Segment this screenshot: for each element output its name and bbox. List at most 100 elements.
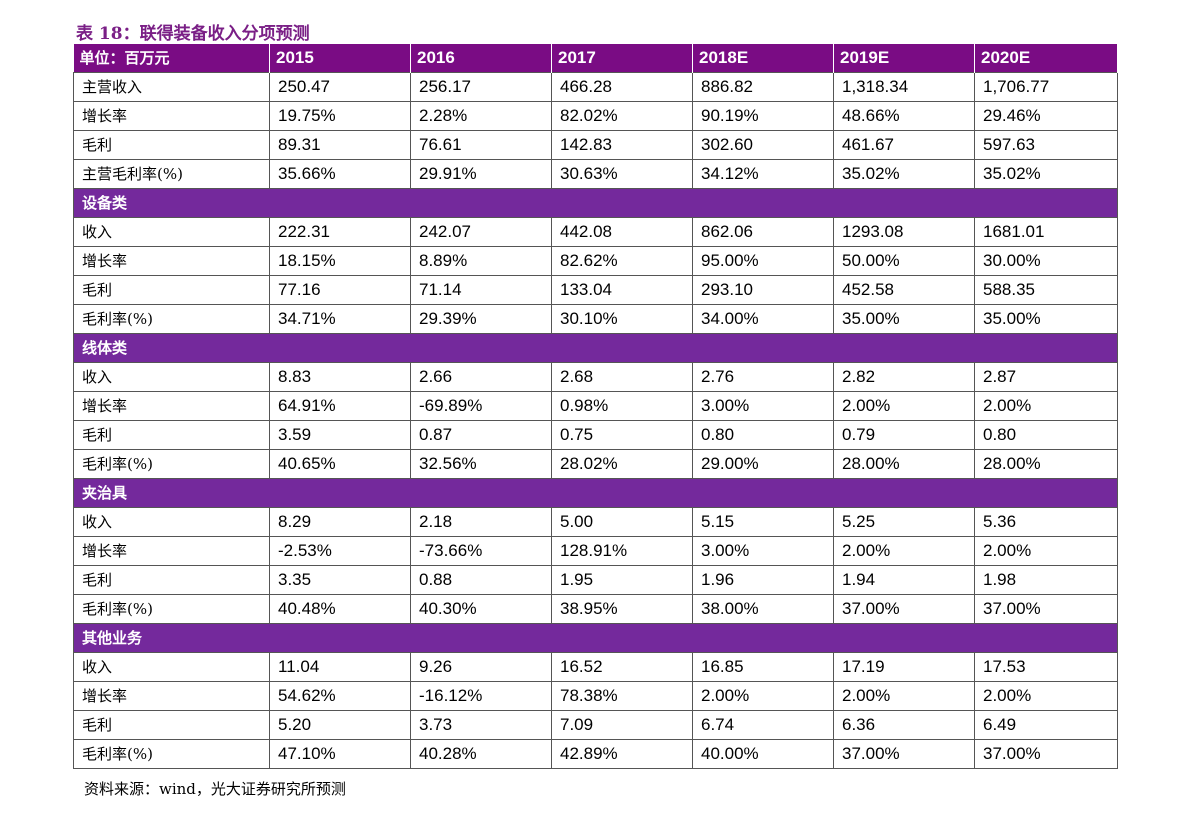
value-cell: 35.02% — [974, 159, 1118, 189]
value-cell: 1.95 — [551, 565, 693, 595]
unit-label: 单位：百万元 — [73, 44, 270, 73]
value-cell: 3.00% — [692, 391, 834, 421]
value-cell: 2.28% — [410, 101, 552, 131]
value-cell: 16.52 — [551, 652, 693, 682]
value-cell: 5.25 — [833, 507, 975, 537]
year-header: 2019E — [833, 44, 975, 73]
value-cell: 142.83 — [551, 130, 693, 160]
section-title: 设备类 — [73, 188, 1118, 218]
value-cell: 256.17 — [410, 72, 552, 102]
value-cell: 28.00% — [974, 449, 1118, 479]
value-cell: 34.12% — [692, 159, 834, 189]
row-label: 主营收入 — [73, 72, 270, 102]
section-header-row: 线体类 — [73, 333, 1118, 363]
value-cell: 35.00% — [974, 304, 1118, 334]
value-cell: 2.76 — [692, 362, 834, 392]
section-title: 其他业务 — [73, 623, 1118, 653]
value-cell: 1,318.34 — [833, 72, 975, 102]
value-cell: 47.10% — [269, 739, 411, 769]
row-label: 收入 — [73, 362, 270, 392]
section-title: 夹治具 — [73, 478, 1118, 508]
value-cell: 29.39% — [410, 304, 552, 334]
row-label: 毛利 — [73, 420, 270, 450]
value-cell: 82.02% — [551, 101, 693, 131]
value-cell: 2.00% — [974, 681, 1118, 711]
value-cell: 1293.08 — [833, 217, 975, 247]
value-cell: 0.75 — [551, 420, 693, 450]
value-cell: 89.31 — [269, 130, 411, 160]
row-label: 毛利 — [73, 710, 270, 740]
value-cell: 2.00% — [833, 391, 975, 421]
value-cell: 38.95% — [551, 594, 693, 624]
value-cell: 6.36 — [833, 710, 975, 740]
value-cell: 77.16 — [269, 275, 411, 305]
value-cell: -69.89% — [410, 391, 552, 421]
row-label: 增长率 — [73, 536, 270, 566]
value-cell: 588.35 — [974, 275, 1118, 305]
value-cell: 37.00% — [974, 594, 1118, 624]
section-title: 线体类 — [73, 333, 1118, 363]
value-cell: 40.65% — [269, 449, 411, 479]
value-cell: 11.04 — [269, 652, 411, 682]
value-cell: 40.28% — [410, 739, 552, 769]
value-cell: 1681.01 — [974, 217, 1118, 247]
row-label: 毛利率(%) — [73, 739, 270, 769]
value-cell: 28.02% — [551, 449, 693, 479]
value-cell: 3.00% — [692, 536, 834, 566]
value-cell: 17.53 — [974, 652, 1118, 682]
section-header-row: 夹治具 — [73, 478, 1118, 508]
value-cell: 452.58 — [833, 275, 975, 305]
value-cell: 222.31 — [269, 217, 411, 247]
value-cell: -2.53% — [269, 536, 411, 566]
value-cell: 1.96 — [692, 565, 834, 595]
value-cell: 2.00% — [833, 536, 975, 566]
value-cell: 40.00% — [692, 739, 834, 769]
value-cell: 862.06 — [692, 217, 834, 247]
value-cell: 2.66 — [410, 362, 552, 392]
row-label: 毛利率(%) — [73, 304, 270, 334]
value-cell: 2.00% — [974, 536, 1118, 566]
value-cell: 42.89% — [551, 739, 693, 769]
row-label: 毛利率(%) — [73, 449, 270, 479]
value-cell: 82.62% — [551, 246, 693, 276]
source-note: 资料来源：wind，光大证券研究所预测 — [84, 780, 346, 798]
value-cell: 2.00% — [692, 681, 834, 711]
value-cell: 250.47 — [269, 72, 411, 102]
table-row: 毛利率(%)40.65%32.56%28.02%29.00%28.00%28.0… — [73, 449, 1118, 479]
year-header: 2017 — [551, 44, 693, 73]
value-cell: 78.38% — [551, 681, 693, 711]
value-cell: 30.00% — [974, 246, 1118, 276]
row-label: 增长率 — [73, 101, 270, 131]
value-cell: 466.28 — [551, 72, 693, 102]
row-label: 毛利 — [73, 130, 270, 160]
row-label: 增长率 — [73, 681, 270, 711]
year-header: 2020E — [974, 44, 1118, 73]
row-label: 增长率 — [73, 246, 270, 276]
year-header: 2015 — [269, 44, 411, 73]
table-row: 主营毛利率(%)35.66%29.91%30.63%34.12%35.02%35… — [73, 159, 1118, 189]
table-row: 毛利率(%)34.71%29.39%30.10%34.00%35.00%35.0… — [73, 304, 1118, 334]
year-header: 2018E — [692, 44, 834, 73]
table-title: 表 18：联得装备收入分项预测 — [76, 24, 310, 44]
row-label: 主营毛利率(%) — [73, 159, 270, 189]
value-cell: 76.61 — [410, 130, 552, 160]
value-cell: 2.87 — [974, 362, 1118, 392]
value-cell: 1,706.77 — [974, 72, 1118, 102]
value-cell: 34.71% — [269, 304, 411, 334]
row-label: 毛利 — [73, 275, 270, 305]
table-row: 毛利率(%)47.10%40.28%42.89%40.00%37.00%37.0… — [73, 739, 1118, 769]
value-cell: 64.91% — [269, 391, 411, 421]
value-cell: 54.62% — [269, 681, 411, 711]
row-label: 收入 — [73, 652, 270, 682]
value-cell: 40.30% — [410, 594, 552, 624]
value-cell: 8.29 — [269, 507, 411, 537]
value-cell: 0.88 — [410, 565, 552, 595]
value-cell: 37.00% — [833, 739, 975, 769]
value-cell: 2.00% — [833, 681, 975, 711]
